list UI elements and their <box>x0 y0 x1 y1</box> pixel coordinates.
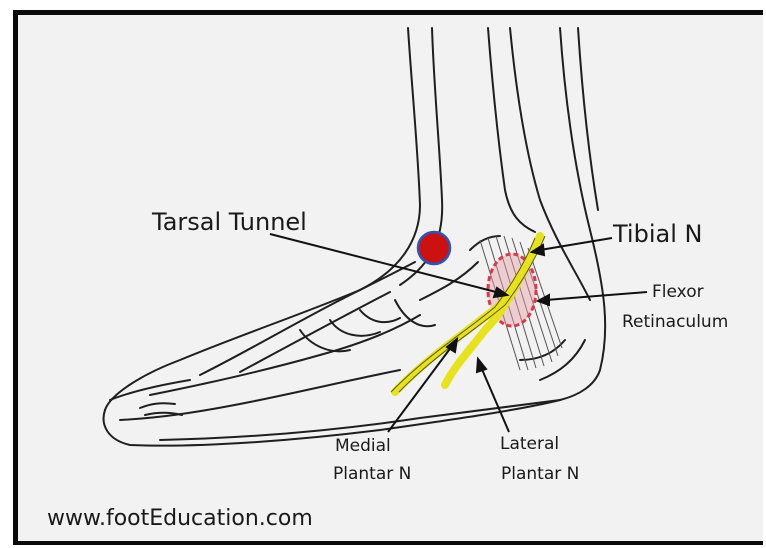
flexor-leader <box>546 292 647 300</box>
label-lateral-line2: Plantar N <box>501 466 579 483</box>
watermark-url: www.footEducation.com <box>47 508 313 530</box>
label-tarsal-tunnel: Tarsal Tunnel <box>152 210 307 234</box>
flexor-arrowhead <box>538 295 549 305</box>
red-marker-dot <box>418 232 450 264</box>
label-flexor-line2: Retinaculum <box>622 314 728 331</box>
label-flexor-line1: Flexor <box>652 284 704 301</box>
leg-outline <box>104 28 606 446</box>
tarsal-tunnel-leader <box>270 234 500 293</box>
lateral-plantar-arrowhead <box>477 359 486 372</box>
tibial-n-leader <box>540 238 612 250</box>
label-lateral-line1: Lateral <box>500 436 559 453</box>
label-medial-line2: Plantar N <box>333 466 411 483</box>
label-medial-line1: Medial <box>335 438 391 455</box>
lateral-plantar-leader <box>481 367 509 432</box>
label-tibial-n: Tibial N <box>613 222 702 246</box>
